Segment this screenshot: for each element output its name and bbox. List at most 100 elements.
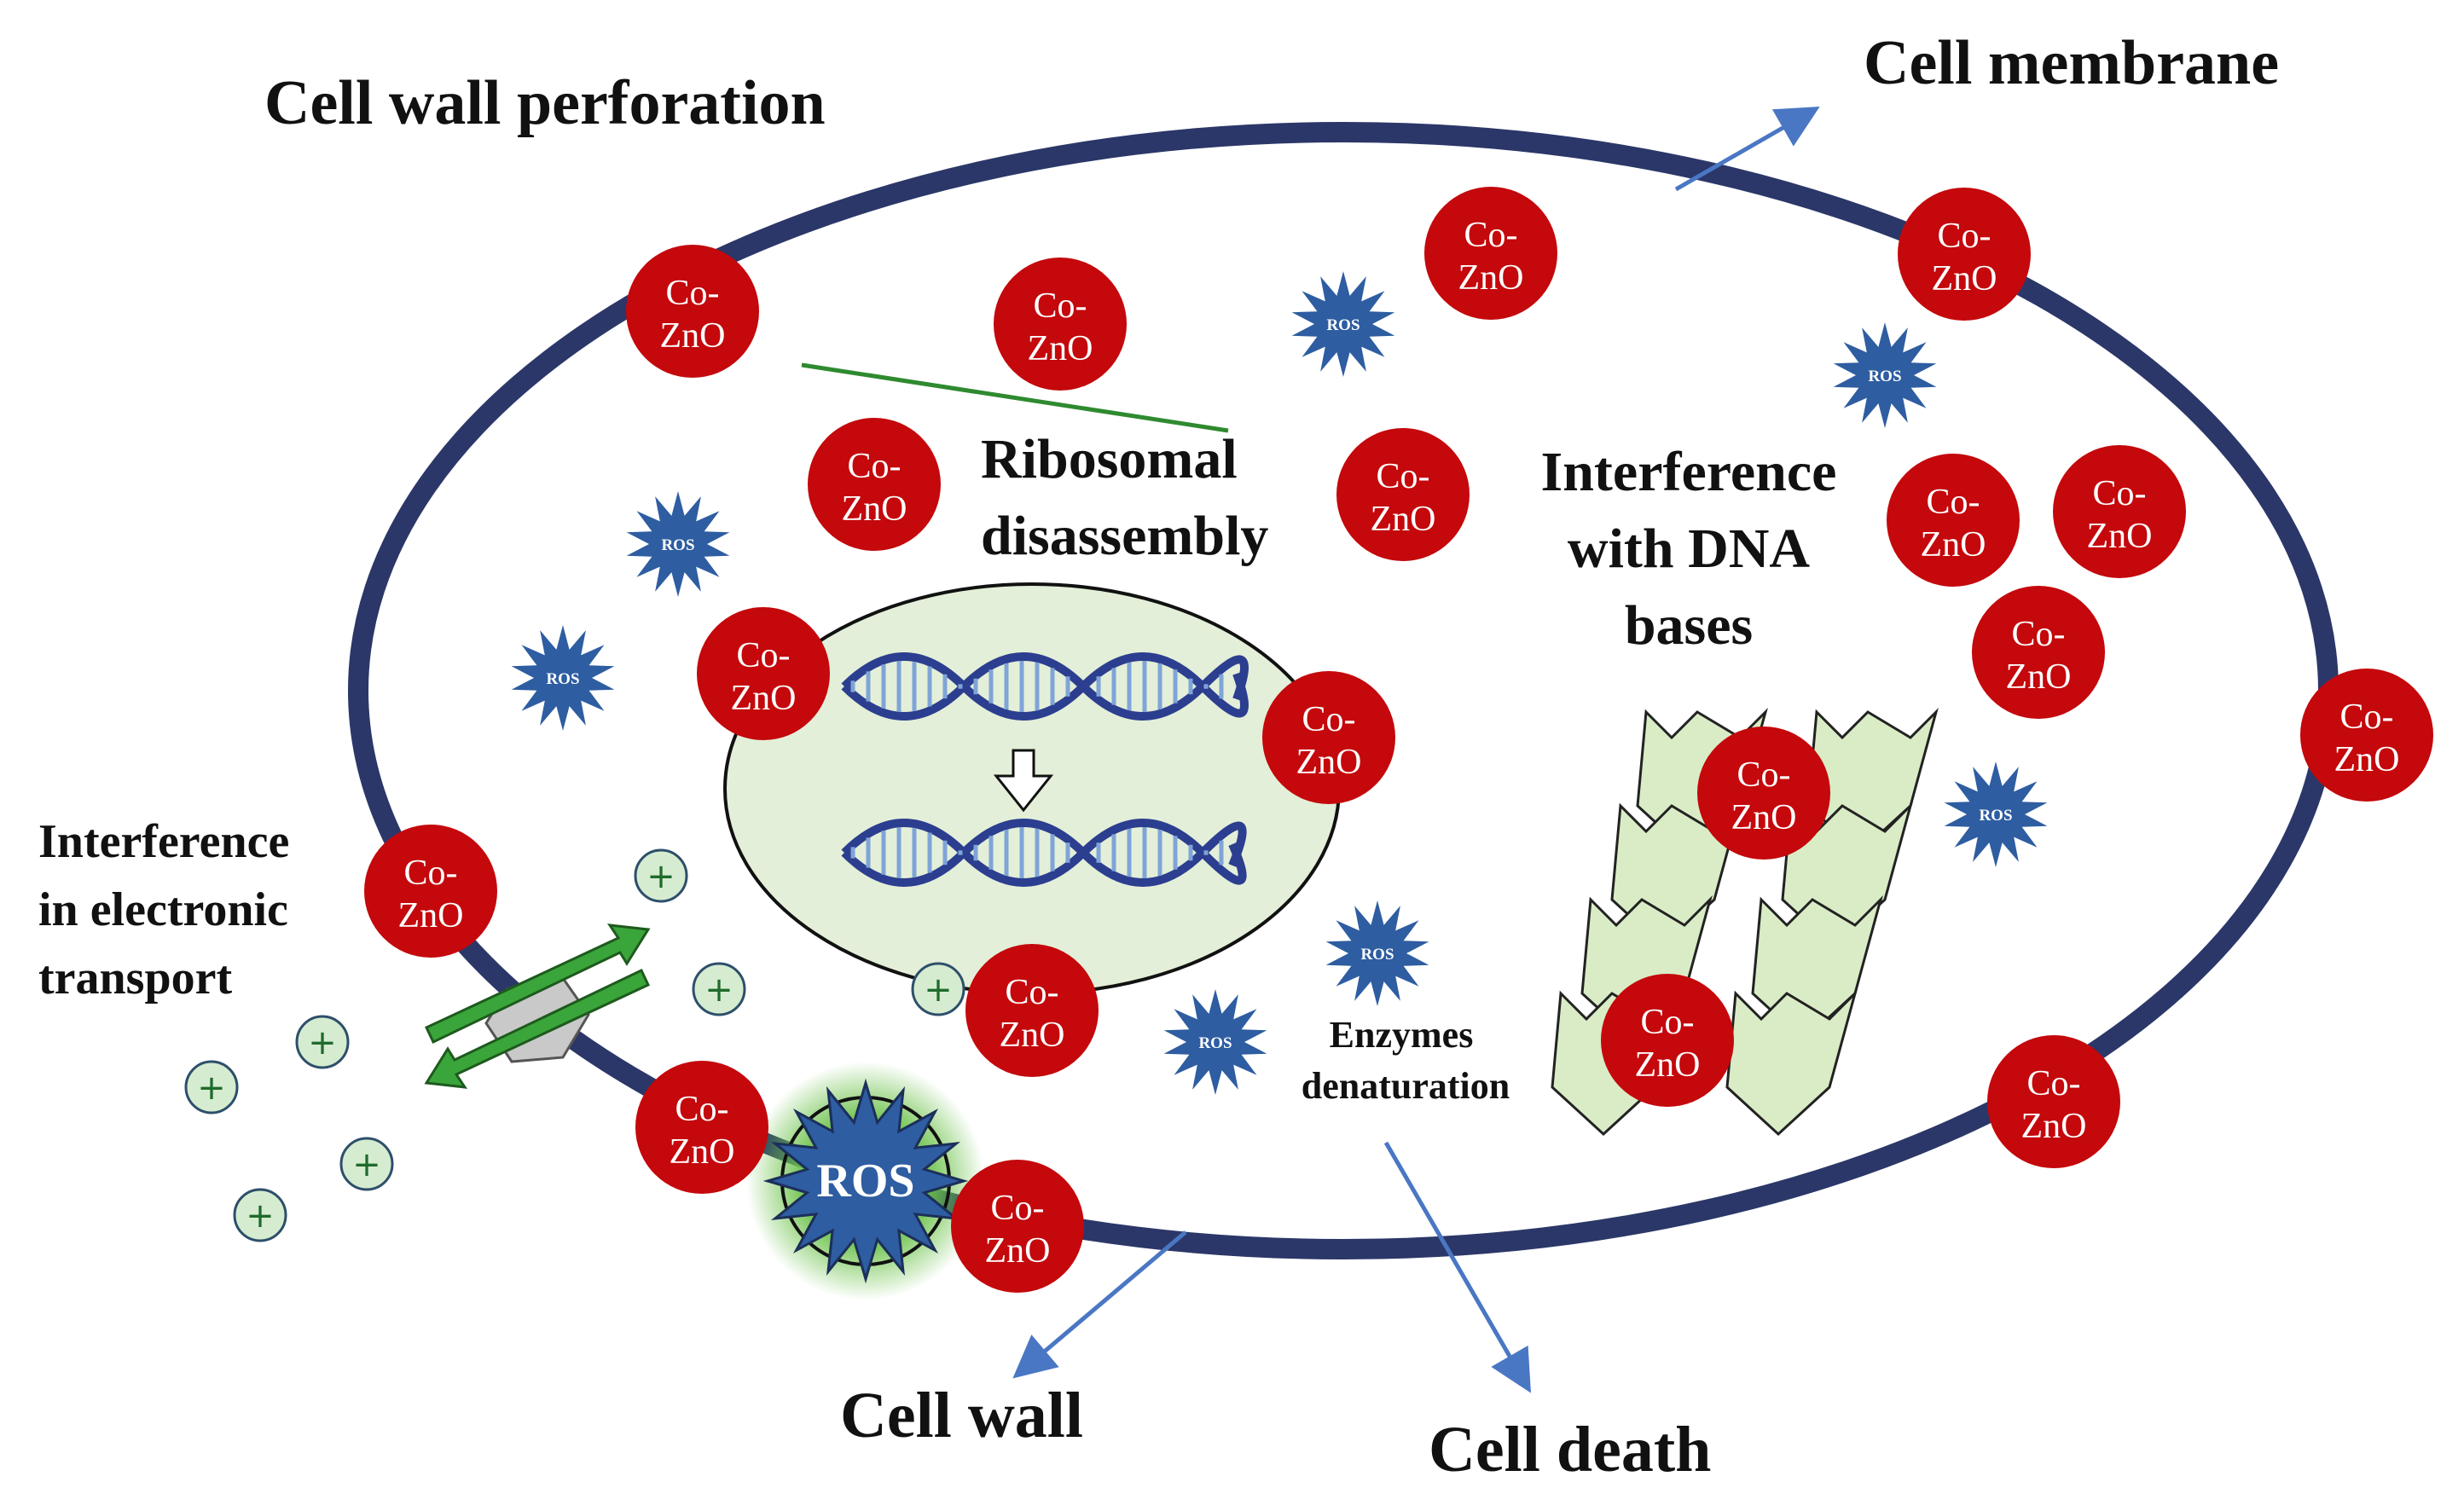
co-zno-particle: Co- ZnO (697, 607, 830, 740)
ros-large: ROS (746, 1062, 985, 1300)
positive-ion: + (184, 1060, 239, 1114)
co-zno-particle: Co-ZnO (1697, 727, 1830, 860)
ros-small-label: ROS (1360, 946, 1394, 964)
positive-ion: + (233, 1188, 287, 1242)
dna-helix-top (841, 652, 1249, 721)
electronic-transport-line3: transport (38, 952, 232, 1004)
particle-label-line1: Co- (1927, 483, 1980, 522)
particle-label-line1: Co- (666, 274, 720, 313)
co-zno-particle: Co- ZnO (1987, 1035, 2120, 1168)
particle-label-line2: ZnO (1921, 525, 1986, 564)
particle-label-line1: Co- (1641, 1003, 1695, 1042)
particle-label-line2: ZnO (2087, 517, 2153, 556)
positive-ion: + (295, 1015, 350, 1069)
particle-label-line2: ZnO (660, 316, 726, 356)
co-zno-particle: Co-ZnO (951, 1160, 1084, 1293)
dna-interference-line3: bases (1625, 594, 1753, 657)
ros-small: ROS (1833, 322, 1937, 428)
particle-label-line1: Co- (737, 636, 791, 675)
cell-membrane-label: Cell membrane (1864, 28, 2279, 98)
co-zno-particle: Co-ZnO (1424, 187, 1557, 320)
co-zno-particle: Co-ZnO (1898, 188, 2031, 321)
positive-ion: + (339, 1137, 394, 1191)
positive-ion: + (634, 848, 688, 903)
particle-label-line2: ZnO (670, 1132, 735, 1172)
ribosomal-label-line1: Ribosomal (981, 428, 1238, 490)
co-zno-particle: Co-ZnO (808, 418, 941, 551)
co-zno-particle: Co-ZnO (626, 245, 759, 378)
particle-label-line1: Co- (1464, 216, 1518, 255)
particle-label-line2: ZnO (1000, 1016, 1065, 1055)
ros-small: ROS (511, 625, 615, 731)
co-zno-particle: Co-ZnO (2300, 669, 2433, 802)
co-zno-particle: Co-ZnO (1262, 671, 1395, 804)
cell-wall-arrow (1012, 1230, 1187, 1379)
ros-small-label: ROS (1198, 1034, 1232, 1052)
cell-wall-label: Cell wall (840, 1380, 1083, 1451)
cell-wall-perforation-label: Cell wall perforation (264, 68, 826, 138)
particle-label-line2: ZnO (1296, 743, 1362, 782)
dna-interference-line1: Interference (1541, 441, 1837, 503)
transport-channel (424, 923, 651, 1089)
co-zno-particle: Co- ZnO (2053, 445, 2186, 578)
co-zno-particle: Co-ZnO (994, 258, 1127, 391)
co-zno-particle: Co-ZnO (364, 825, 497, 958)
ros-small-label: ROS (1868, 368, 1901, 385)
positive-ion: + (911, 962, 965, 1016)
particle-label-line1: Co- (2340, 698, 2394, 737)
dna-interference-line2: with DNA (1568, 518, 1811, 580)
co-zno-particle: Co-ZnO (1601, 974, 1734, 1107)
ion-symbol: + (924, 970, 953, 1010)
particle-label-line1: Co- (1737, 756, 1791, 795)
particle-label-line2: ZnO (1731, 798, 1797, 837)
particle-label-line2: ZnO (2021, 1107, 2087, 1146)
ion-symbol: + (308, 1023, 337, 1062)
ros-small: ROS (626, 491, 730, 597)
ion-symbol: + (352, 1145, 381, 1184)
ros-small-label: ROS (1979, 807, 2012, 825)
dna-rungs-bottom (850, 827, 1224, 878)
dna-transform-arrow (993, 749, 1054, 813)
positive-ions: + + + + + + + (184, 848, 965, 1242)
ros-small: ROS (1163, 989, 1267, 1095)
cell-death-arrow (1383, 1141, 1532, 1393)
particle-label-line1: Co- (2012, 615, 2066, 654)
particle-label-line1: Co- (2093, 474, 2147, 513)
particle-label-line1: Co- (2027, 1064, 2081, 1103)
transport-arrow-in (424, 968, 650, 1089)
cell-membrane-arrow (1674, 107, 1820, 192)
dna-helix-bottom (841, 819, 1247, 887)
particle-label-line1: Co- (991, 1189, 1045, 1228)
ros-small: ROS (1944, 761, 2048, 867)
particle-label-line2: ZnO (1458, 258, 1524, 298)
particle-label-line2: ZnO (2006, 657, 2072, 697)
ros-small: ROS (1325, 900, 1429, 1006)
co-zno-particle: Co- ZnO (965, 944, 1099, 1077)
particle-label-line1: Co- (1034, 287, 1087, 326)
ros-large-label: ROS (816, 1155, 914, 1207)
ion-symbol: + (197, 1068, 226, 1108)
co-zno-particle: Co-ZnO (1336, 428, 1470, 561)
enzymes-label-line1: Enzymes (1330, 1014, 1474, 1056)
particle-label-line2: ZnO (1028, 329, 1093, 368)
particle-label-line2: ZnO (1635, 1045, 1701, 1085)
electronic-transport-line1: Interference (38, 815, 289, 868)
ion-symbol: + (704, 970, 733, 1010)
ribosome-strand (801, 362, 1229, 433)
co-zno-particle: Co-ZnO (1972, 586, 2105, 719)
particle-label-line1: Co- (1938, 217, 1991, 256)
enzymes-label-line2: denaturation (1302, 1065, 1510, 1107)
ros-small: ROS (1291, 271, 1395, 377)
dna-rungs-top (850, 661, 1224, 712)
positive-ion: + (692, 962, 746, 1016)
co-zno-particle: Co-ZnO (635, 1061, 768, 1194)
co-zno-particle: Co-ZnO (1887, 454, 2020, 587)
particle-label-line2: ZnO (731, 679, 797, 718)
particle-label-line2: ZnO (1371, 500, 1436, 539)
ion-symbol: + (246, 1196, 275, 1236)
particle-label-line2: ZnO (2334, 740, 2400, 779)
particle-label-line1: Co- (1006, 973, 1059, 1012)
